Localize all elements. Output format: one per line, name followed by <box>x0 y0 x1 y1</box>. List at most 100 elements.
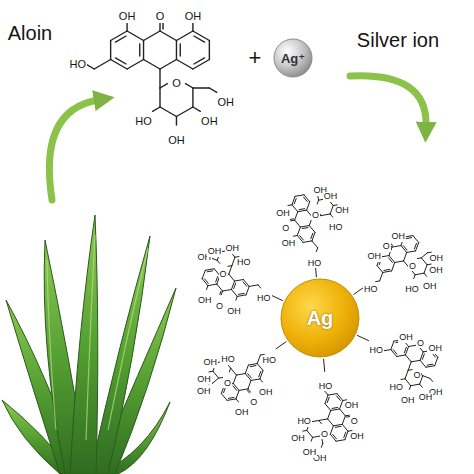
chemical-bond <box>209 371 213 373</box>
atom-label: OH <box>258 381 274 399</box>
atom-label: O <box>320 430 329 439</box>
atom-label: OH <box>275 202 291 220</box>
atom-label: O <box>350 417 359 426</box>
atom-label: OH <box>428 254 444 263</box>
chemical-bond <box>162 22 163 29</box>
chemical-bond <box>246 286 249 294</box>
chemical-bond <box>331 409 340 411</box>
chemical-bond <box>309 226 315 233</box>
atom-label: HO <box>363 278 379 296</box>
atom-label: HO <box>256 294 272 303</box>
chemical-bond <box>232 257 235 265</box>
atom-label: O <box>219 263 228 281</box>
chemical-bond <box>411 360 420 362</box>
chemical-bond <box>403 246 407 250</box>
chemical-bond <box>111 60 127 70</box>
chemical-bond <box>377 266 383 273</box>
atom-label: O <box>215 295 224 313</box>
aloe-plant <box>2 215 176 474</box>
chemical-bond <box>288 204 292 206</box>
chemical-bond <box>393 350 397 354</box>
coordination-bond <box>271 295 283 300</box>
chemical-bond <box>223 289 232 291</box>
atom-label: OH <box>391 225 407 243</box>
atom-label: O <box>249 391 258 409</box>
atom-label: O <box>412 371 421 380</box>
chemical-bond <box>209 41 210 60</box>
chemical-bond <box>160 84 167 88</box>
chemical-bond <box>424 273 427 276</box>
atom-label: OH <box>400 389 416 407</box>
chemical-bond <box>233 375 236 383</box>
chemical-bond <box>180 44 181 56</box>
chemical-bond <box>404 252 407 260</box>
atom-label: OH <box>398 333 414 342</box>
atom-label: O <box>155 6 166 24</box>
chemical-bond <box>297 236 303 243</box>
atom-label: O <box>412 364 421 382</box>
compound-name: Aloin <box>7 23 53 44</box>
chemical-bond <box>248 389 251 392</box>
chemical-bond <box>234 283 236 288</box>
chemical-bond <box>391 350 397 357</box>
chemical-bond <box>328 419 334 426</box>
chemical-bond <box>342 416 345 424</box>
chemical-bond <box>160 60 176 70</box>
atom-label: HO <box>261 356 277 365</box>
chemical-bond <box>295 212 298 220</box>
chemical-bond <box>325 404 331 411</box>
element-symbol: Ag⁺ <box>281 52 305 65</box>
chemical-bond <box>327 397 329 402</box>
chemical-bond <box>192 88 193 107</box>
chemical-bond <box>236 399 239 402</box>
chemical-bond <box>340 400 343 408</box>
chemical-bond <box>321 444 322 448</box>
chemical-bond <box>209 88 216 92</box>
chemical-bond <box>176 60 192 70</box>
chemical-bond <box>316 248 317 252</box>
chemical-bond <box>176 117 177 126</box>
chemical-bond <box>194 58 205 64</box>
chemical-bond <box>221 394 227 401</box>
chemical-bond <box>217 284 223 291</box>
atom-label: HO <box>318 375 334 393</box>
chemical-bond <box>328 394 337 396</box>
chemical-bond <box>307 430 313 437</box>
chemical-bond <box>337 396 341 400</box>
chemical-bond <box>139 44 140 56</box>
chemical-bond <box>176 107 192 117</box>
atom-label: O <box>320 423 329 441</box>
coordination-bond <box>276 342 287 349</box>
atom-label: OH <box>427 344 443 353</box>
chemical-bond <box>383 271 392 273</box>
atom-label: OH <box>118 11 137 23</box>
atom-label: O <box>350 410 359 428</box>
chemical-bond <box>414 275 415 279</box>
chemical-bond <box>304 195 310 202</box>
chemical-bond <box>421 258 427 265</box>
atom-label: OH <box>196 375 212 384</box>
chemical-bond <box>160 31 176 41</box>
chemical-bond <box>337 394 343 401</box>
atom-label: OH <box>344 394 360 412</box>
chemical-bond <box>300 236 304 240</box>
chemical-bond <box>159 69 160 88</box>
chemical-bond <box>160 107 176 117</box>
chemical-bond <box>423 376 430 379</box>
chemical-bond <box>389 256 395 263</box>
chemical-bond <box>405 370 408 378</box>
chemical-bond <box>238 293 244 295</box>
chemical-bond <box>193 60 209 70</box>
chemical-bond <box>391 341 394 349</box>
atom-label: OH <box>275 209 291 218</box>
chemical-bond <box>248 374 252 378</box>
atom-label: OH <box>217 92 236 110</box>
chemical-bond <box>127 31 143 41</box>
atom-label: OH <box>118 6 137 24</box>
atom-label: OH <box>167 130 186 148</box>
element-symbol: Ag <box>307 308 334 328</box>
chemical-bond <box>126 22 127 31</box>
chemical-bond <box>250 365 256 367</box>
chemical-bond <box>227 399 236 401</box>
